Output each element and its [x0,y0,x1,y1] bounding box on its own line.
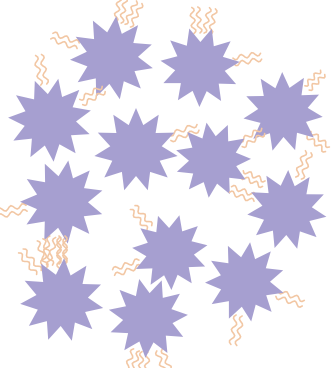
wavy-tail-icon [307,136,325,152]
spiky-particle-icon [109,279,188,368]
particle-body [94,108,177,190]
spiky-particle-icon [0,161,102,269]
wavy-tail-icon [196,7,202,33]
wavy-tail-icon [115,265,141,276]
wavy-tail-icon [296,151,307,177]
particle-body [109,279,188,358]
wavy-tail-icon [131,4,143,27]
wavy-tail-icon [309,75,325,91]
spiky-particle-icon [51,0,153,99]
wavy-tail-icon [35,56,42,86]
wavy-tail-icon [243,171,265,182]
particle-body [161,29,240,108]
spiky-particle-icon [113,206,208,290]
wavy-tail-icon [230,315,237,345]
wavy-tail-icon [51,38,77,49]
wavy-tail-icon [23,249,41,271]
wavy-tail-icon [204,8,211,33]
particle-body [20,161,102,244]
spiky-particle-icon [19,236,104,341]
wavy-tail-icon [41,55,48,85]
wavy-tail-icon [190,8,196,34]
spiky-particle-icon [230,151,327,249]
wavy-tail-icon [169,125,197,136]
spiky-particle-icon [161,7,262,107]
wavy-tail-icon [233,53,261,60]
wavy-tail-icon [235,316,242,346]
particle-body [247,170,326,249]
wavy-tail-icon [121,0,128,23]
spiky-particle-icon [205,242,304,345]
particle-body [132,215,207,290]
particle-body [70,16,153,99]
spiky-particle-icon [176,123,265,198]
wavy-tail-icon [230,191,254,201]
wavy-tail-icon [135,206,152,226]
particle-body [8,79,91,162]
particle-body [205,242,284,321]
